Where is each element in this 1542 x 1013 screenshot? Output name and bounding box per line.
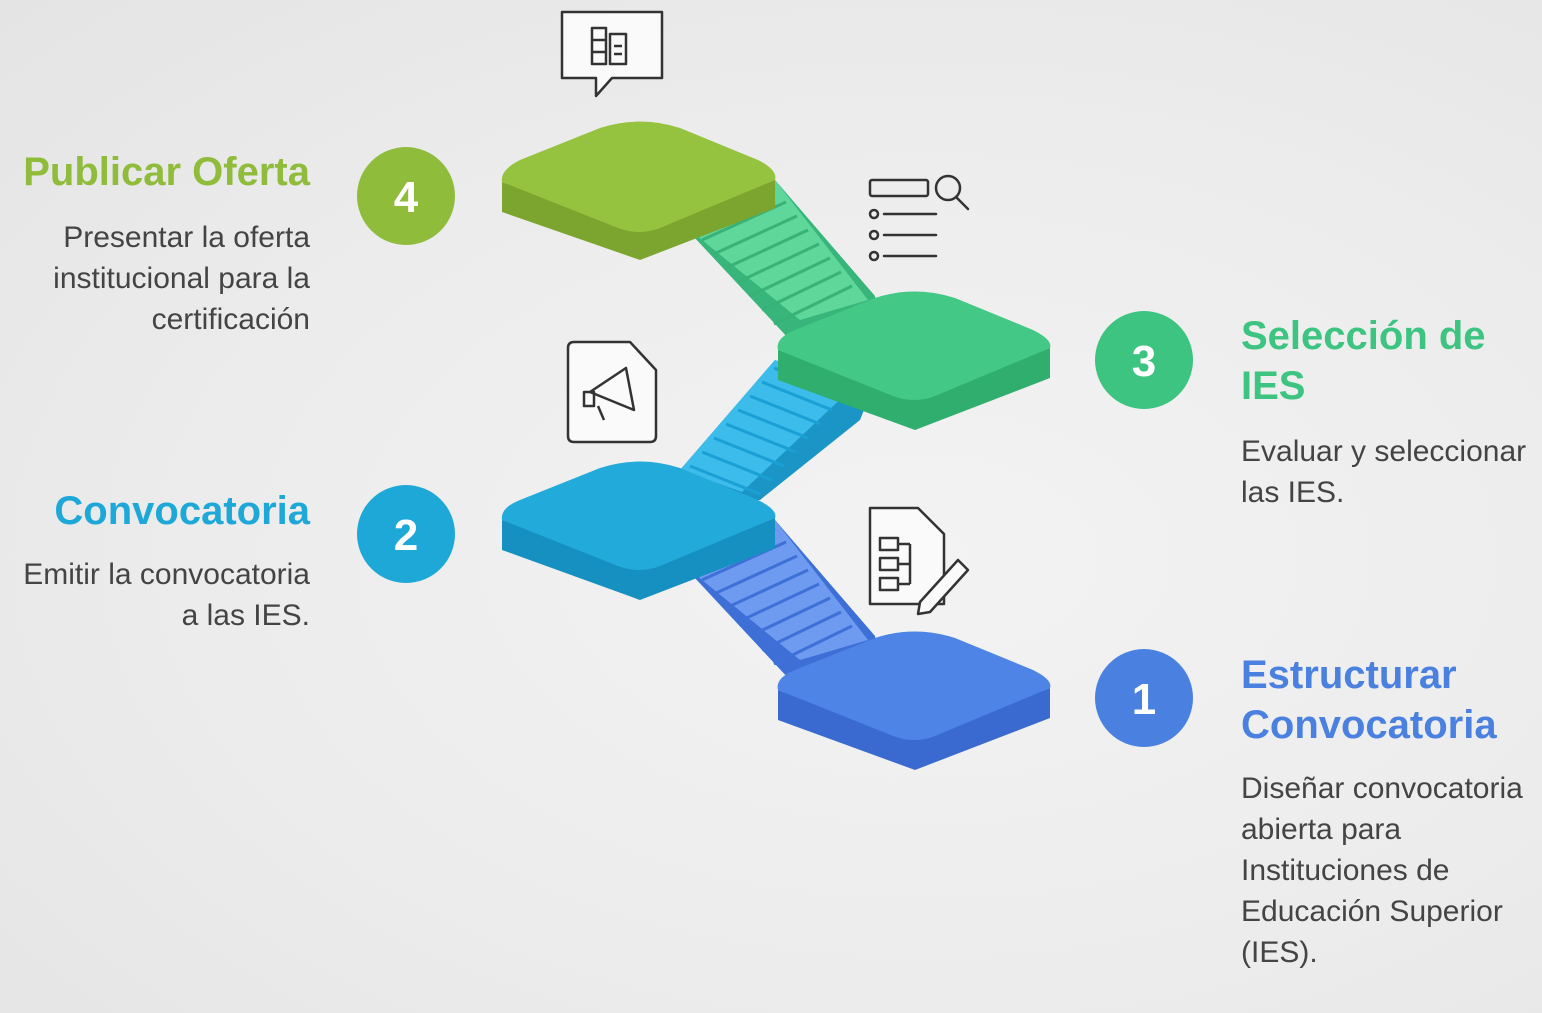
book-speech-icon	[560, 10, 664, 98]
step-3-description: Evaluar y seleccionar las IES.	[1241, 435, 1527, 509]
step-1-title: Estructurar Convocatoria	[1241, 653, 1497, 747]
megaphone-document-icon	[566, 340, 658, 444]
step-2-title: Convocatoria	[54, 489, 310, 533]
document-edit-icon	[868, 506, 970, 616]
platform-2	[501, 461, 776, 600]
badge-4-number: 4	[394, 173, 419, 222]
badge-3-number: 3	[1132, 337, 1156, 386]
platform-1	[777, 631, 1051, 770]
platform-3	[777, 291, 1051, 430]
badge-1: 1	[1095, 649, 1193, 747]
step-4-description: Presentar la oferta institucional para l…	[53, 221, 310, 336]
badge-2: 2	[357, 485, 455, 583]
badge-4: 4	[357, 147, 455, 245]
badge-3: 3	[1095, 311, 1193, 409]
step-2-description: Emitir la convocatoria a las IES.	[23, 558, 310, 632]
step-3-title: Selección de IES	[1241, 314, 1486, 408]
badge-2-number: 2	[394, 511, 418, 560]
step-1-description: Diseñar convocatoria abierta para Instit…	[1241, 772, 1523, 969]
search-list-icon	[868, 174, 970, 262]
badge-1-number: 1	[1132, 675, 1156, 724]
platform-4	[501, 121, 776, 260]
step-4-title: Publicar Oferta	[23, 150, 310, 194]
